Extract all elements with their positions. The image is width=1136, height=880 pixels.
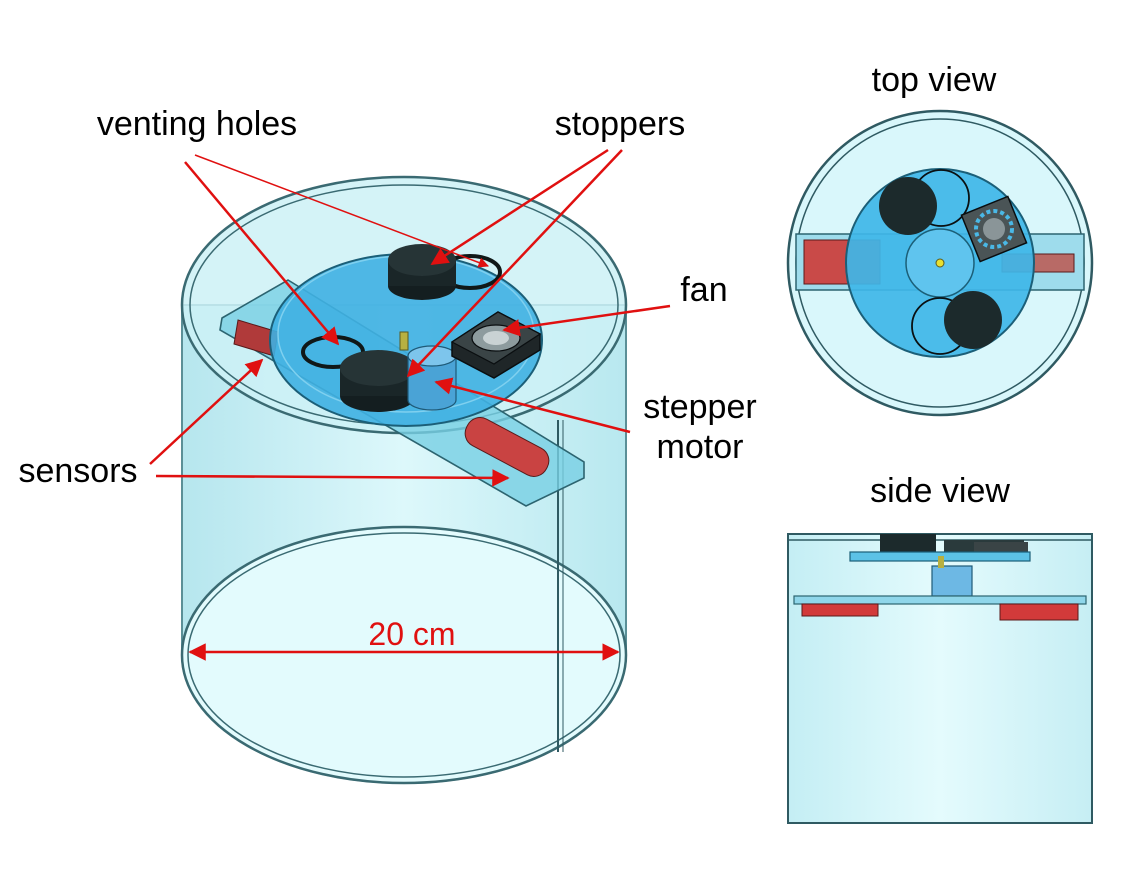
arrow-stopper-1 [430, 148, 609, 266]
main-cylinder-view: 20 cm [180, 175, 628, 785]
side-view-title: side view [870, 472, 1010, 510]
arrow-venting-hole-1 [184, 161, 340, 346]
stopper-icon [880, 534, 936, 552]
arrow-stopper-2 [406, 149, 623, 378]
sensor-icon [464, 417, 550, 477]
fan-icon [974, 542, 1028, 552]
side-view-sensor-arm [793, 595, 1087, 605]
label-sensors: sensors [18, 452, 137, 490]
top-view-title: top view [872, 61, 997, 99]
fan-icon [960, 195, 1028, 263]
arrow-venting-hole-2 [194, 154, 489, 268]
arrow-stepper-motor [434, 377, 631, 434]
arrow-fan [502, 304, 671, 337]
sensor-icon [999, 603, 1079, 621]
stopper-icon [388, 244, 456, 300]
stopper-icon [944, 291, 1002, 349]
arrow-sensor-1 [149, 358, 264, 465]
label-venting-holes: venting holes [97, 105, 297, 143]
stopper-icon [340, 350, 416, 412]
cylinder-bottom-rim [180, 525, 628, 785]
label-stoppers: stoppers [555, 105, 685, 143]
top-view: top view [786, 61, 1094, 417]
sensor-icon [801, 603, 879, 617]
label-stepper-line2: motor [657, 428, 744, 466]
arrow-sensor-2 [155, 469, 510, 487]
stepper-motor-icon [931, 565, 973, 597]
stopper-icon [879, 177, 937, 235]
label-fan: fan [680, 271, 727, 309]
label-stepper-line1: stepper [643, 388, 756, 426]
dimension-label: 20 cm [368, 616, 455, 652]
side-view: side view [787, 472, 1093, 824]
